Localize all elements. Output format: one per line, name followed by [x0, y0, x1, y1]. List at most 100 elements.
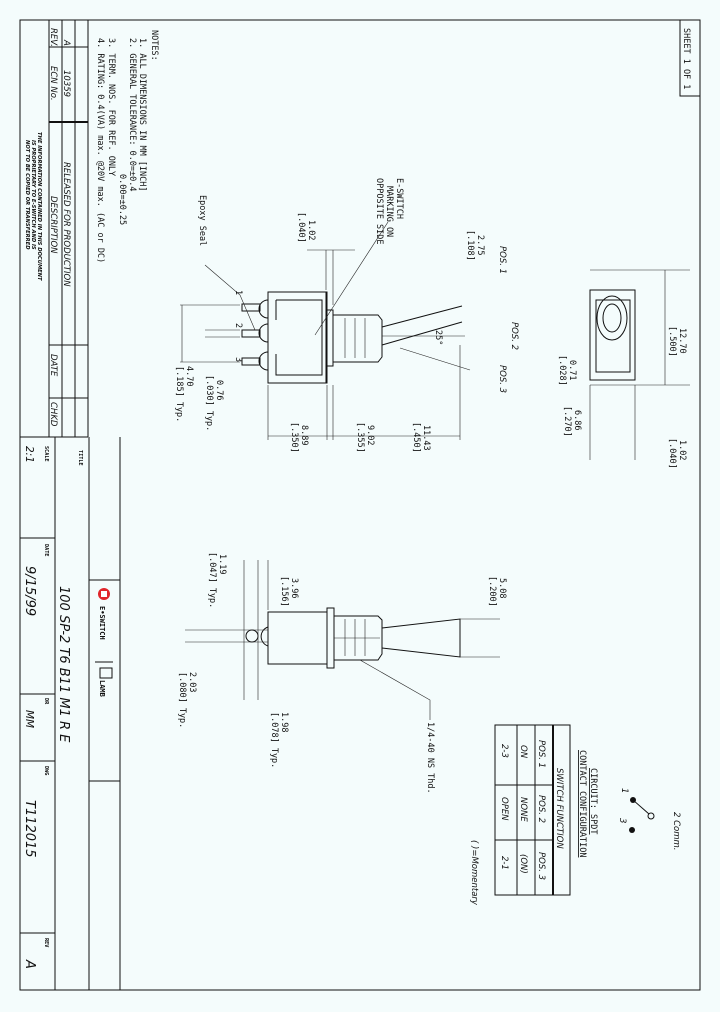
marking-line-1: E-SWITCH: [394, 178, 404, 219]
marking-line-2: MARKING ON: [384, 186, 394, 237]
title-label: TITLE: [77, 450, 83, 466]
terminal-3-dot: [629, 827, 635, 833]
lever: [381, 618, 461, 658]
table-header: SWITCH FUNCTION: [554, 768, 564, 849]
dim-11-43: 11.43: [421, 425, 431, 451]
end-view: 0.71 [.028] 12.70 [.500] 6.86 [.270] 1.0…: [557, 269, 690, 469]
bushing: [333, 314, 383, 363]
dim-355: [.355]: [355, 422, 365, 453]
epoxy-seal-label: Epoxy Seal: [197, 195, 207, 246]
marking-line-3: OPPOSITE SIDE: [374, 178, 384, 245]
cell-open: OPEN: [499, 797, 509, 821]
terminal-2-common: [647, 812, 655, 820]
comm-label: 2 Comm.: [671, 812, 681, 851]
lever-pos-3: [399, 347, 471, 371]
header-chkd: CHKD: [48, 402, 58, 427]
dim-080: [.080] Typ.: [177, 672, 187, 728]
pos-1-label: POS. 1: [497, 246, 507, 274]
note-1: 1. ALL DIMENSIONS IN MM [INCH]: [137, 38, 147, 192]
marking-leader: [314, 221, 389, 336]
dr-value: MM: [23, 710, 35, 728]
header-description: DESCRIPTION: [48, 196, 58, 254]
lever-pos-1: [381, 305, 463, 346]
rev-label: REV: [43, 938, 49, 947]
proprietary-line-3: NOT TO BE COPIED OR TRANSFERRED: [24, 140, 30, 250]
cell-pos1: POS. 1: [536, 740, 546, 768]
notes-heading: NOTES:: [149, 30, 159, 61]
momentary-legend: ( )=Momentary: [469, 840, 479, 906]
pin-3-label: 3: [233, 357, 243, 362]
side-view-labels: E-SWITCH MARKING ON OPPOSITE SIDE Epoxy …: [174, 178, 519, 453]
row-description: RELEASED FOR PRODUCTION: [61, 162, 71, 287]
dim-2-03: 2.03: [187, 672, 197, 692]
thread-leader: [359, 659, 431, 720]
side-view: [180, 221, 471, 440]
scale-label: SCALE: [43, 446, 49, 462]
revision-table: REV. ECN No. DESCRIPTION DATE CHKD A 103…: [20, 20, 89, 438]
dim-6-86: 6.86: [572, 410, 582, 430]
dim-5-08: 5.08: [497, 578, 507, 598]
cell-2-1: 2-1: [499, 856, 509, 870]
dim-040-end: [.040]: [667, 438, 677, 469]
cell-none: NONE: [518, 797, 528, 822]
lamb-logo: LAMB: [98, 667, 113, 697]
lamb-logo-text: LAMB: [98, 680, 106, 697]
dim-0-71: 0.71: [567, 360, 577, 380]
note-2: 2. GENERAL TOLERANCE: 0.0=±0.4: [127, 38, 137, 192]
proprietary-line-2: IS PROPRIETARY TO E-SWITCH AND IS: [30, 140, 36, 250]
dim-028: [.028]: [557, 355, 567, 386]
cell-mom-on: (ON): [518, 854, 528, 874]
dim-185: [.185] Typ.: [174, 366, 184, 422]
terminal-1-label: 1: [619, 788, 629, 793]
date-value: 9/15/99: [22, 566, 37, 616]
pin-2-label: 2: [233, 323, 243, 328]
dim-3-96: 3.96: [289, 578, 299, 598]
rev-value: A: [22, 959, 37, 969]
dim-078: [.078] Typ.: [269, 712, 279, 768]
epoxy-leader: [204, 264, 256, 331]
note-3: 3. TERM. NOS. FOR REF. ONLY: [106, 38, 116, 176]
note-4: 4. RATING: 0.4(VA) max. @20V max. (AC or…: [95, 38, 105, 263]
sheet-border: [19, 19, 701, 991]
dim-200: [.200]: [487, 576, 497, 607]
dim-047: [.047] Typ.: [207, 552, 217, 608]
cell-on: ON: [518, 745, 528, 759]
proprietary-line-1: THE INFORMATION CONTAINED IN THIS DOCUME…: [36, 132, 42, 281]
dim-4-70: 4.70: [184, 366, 194, 386]
dr-label: DR: [43, 698, 49, 705]
dim-8-89: 8.89: [299, 425, 309, 445]
title-value: 100 SP-2 T6 B11 M1 R E: [56, 586, 71, 743]
dim-108: [.108]: [465, 230, 475, 261]
row-ecn: 10359: [61, 70, 71, 97]
dim-040: [.040]: [296, 212, 306, 243]
dim-1-02-end: 1.02: [677, 440, 687, 460]
date-label: DATE: [43, 544, 49, 557]
sheet-number: SHEET 1 OF 1: [681, 28, 691, 89]
dim-030: [.030] Typ.: [204, 375, 214, 431]
cell-2-3: 2-3: [499, 744, 509, 758]
eswitch-logo-text: E•SWITCH: [98, 606, 106, 640]
dim-500: [.500]: [667, 326, 677, 357]
dwg-value: T112015: [22, 800, 37, 858]
dwg-label: DWG: [43, 766, 49, 775]
dim-0-76: 0.76: [214, 380, 224, 400]
dim-2-75: 2.75: [475, 235, 485, 255]
circuit-subtitle: CONTACT CONFIGURATION: [577, 750, 587, 857]
pin-1-label: 1: [233, 290, 243, 295]
header-date: DATE: [48, 354, 58, 377]
dim-1-98: 1.98: [279, 712, 289, 732]
dim-12-70: 12.70: [677, 328, 687, 354]
pos-3-label: POS. 3: [497, 365, 507, 393]
thread-label: 1/4-40 NS Thd.: [425, 722, 435, 794]
dim-270: [.270]: [562, 406, 572, 437]
scale-value: 2:1: [23, 446, 35, 463]
pin-3: [241, 357, 261, 366]
pos-2-label: POS. 2: [509, 322, 519, 350]
sheet-box: [679, 19, 701, 97]
dim-350: [.350]: [289, 422, 299, 453]
title-block: SCALE 2:1 DATE 9/15/99 DR MM DWG T112015…: [20, 437, 121, 990]
header-ecn: ECN No.: [48, 66, 58, 101]
note-2-tolerance: 0.00=±0.25: [117, 174, 127, 225]
switch-function-table: [494, 724, 571, 896]
header-rev: REV.: [48, 28, 58, 47]
